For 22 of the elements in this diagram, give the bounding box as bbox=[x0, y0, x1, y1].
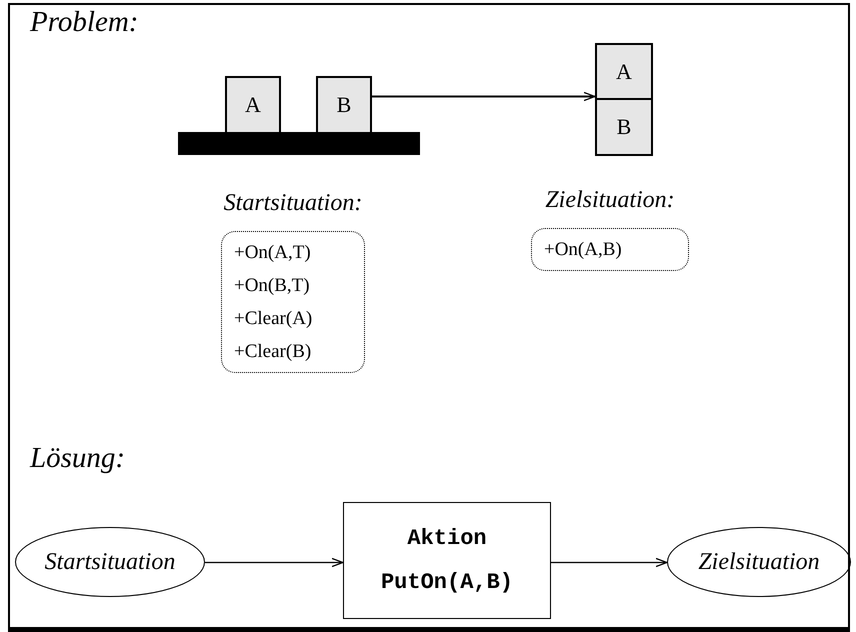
action-box bbox=[343, 502, 551, 619]
heading: Startsituation: bbox=[222, 190, 364, 217]
section-heading: Lösung: bbox=[30, 442, 126, 475]
block: B bbox=[316, 76, 372, 134]
block: A bbox=[225, 76, 281, 134]
action-text: PutOn(A,B) bbox=[380, 568, 514, 596]
fact-text: +Clear(B) bbox=[234, 340, 312, 364]
arrow bbox=[372, 92, 596, 102]
section-heading: Problem: bbox=[30, 6, 138, 39]
table-bar bbox=[178, 132, 420, 155]
arrow bbox=[551, 558, 668, 568]
block: B bbox=[595, 98, 653, 156]
state-ellipse: Zielsituation bbox=[667, 527, 851, 597]
fact-text: +On(B,T) bbox=[234, 274, 311, 298]
fact-text: +On(A,B) bbox=[544, 238, 623, 262]
arrow bbox=[205, 558, 344, 568]
fact-text: +On(A,T) bbox=[234, 241, 312, 265]
state-ellipse: Startsituation bbox=[15, 527, 205, 597]
fact-text: +Clear(A) bbox=[234, 307, 314, 331]
action-text: Aktion bbox=[407, 524, 487, 552]
heading: Zielsituation: bbox=[544, 187, 676, 214]
block: A bbox=[595, 43, 653, 100]
